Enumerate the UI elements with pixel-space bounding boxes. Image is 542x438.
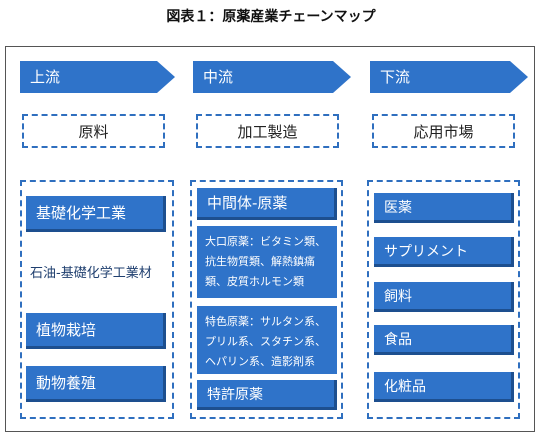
upstream-item-animal-husbandry: 動物養殖: [26, 366, 166, 402]
midstream-intermediate-api: 中間体-原薬: [197, 188, 337, 220]
stage-label-raw-materials: 原料: [22, 114, 165, 148]
stage-arrow-downstream: 下流: [370, 61, 528, 93]
page-title: 図表１：原薬産業チェーンマップ: [166, 9, 376, 25]
downstream-item-supplements: サプリメント: [374, 237, 514, 267]
upstream-item-basic-chemical: 基礎化学工業: [26, 196, 166, 232]
chain-map-frame: [5, 46, 535, 432]
stage-label-text: 加工製造: [237, 122, 298, 141]
midstream-specialty-api: 特色原薬：サルタン系、プリル系、スタチン系、ヘパリン系、造影剤系: [197, 306, 337, 374]
stage-label-text: 応用市場: [413, 122, 474, 141]
stage-arrow-midstream: 中流: [193, 61, 351, 93]
downstream-item-cosmetics: 化粧品: [374, 372, 514, 402]
midstream-bulk-api: 大口原薬：ビタミン類、抗生物質類、解熱鎮痛類、皮質ホルモン類: [197, 226, 337, 298]
stage-label-text: 原料: [78, 122, 109, 141]
downstream-item-feed: 飼料: [374, 282, 514, 312]
stage-label-manufacturing: 加工製造: [196, 114, 339, 148]
upstream-item-petroleum: 石油-基礎化学工業材: [30, 265, 152, 281]
midstream-patent-api: 特許原薬: [197, 380, 337, 410]
stage-label-applications: 応用市場: [372, 114, 515, 148]
upstream-item-plant-cultivation: 植物栽培: [26, 313, 166, 349]
downstream-item-pharmaceuticals: 医薬: [374, 193, 514, 223]
downstream-item-food: 食品: [374, 325, 514, 355]
stage-arrow-upstream: 上流: [20, 61, 175, 93]
